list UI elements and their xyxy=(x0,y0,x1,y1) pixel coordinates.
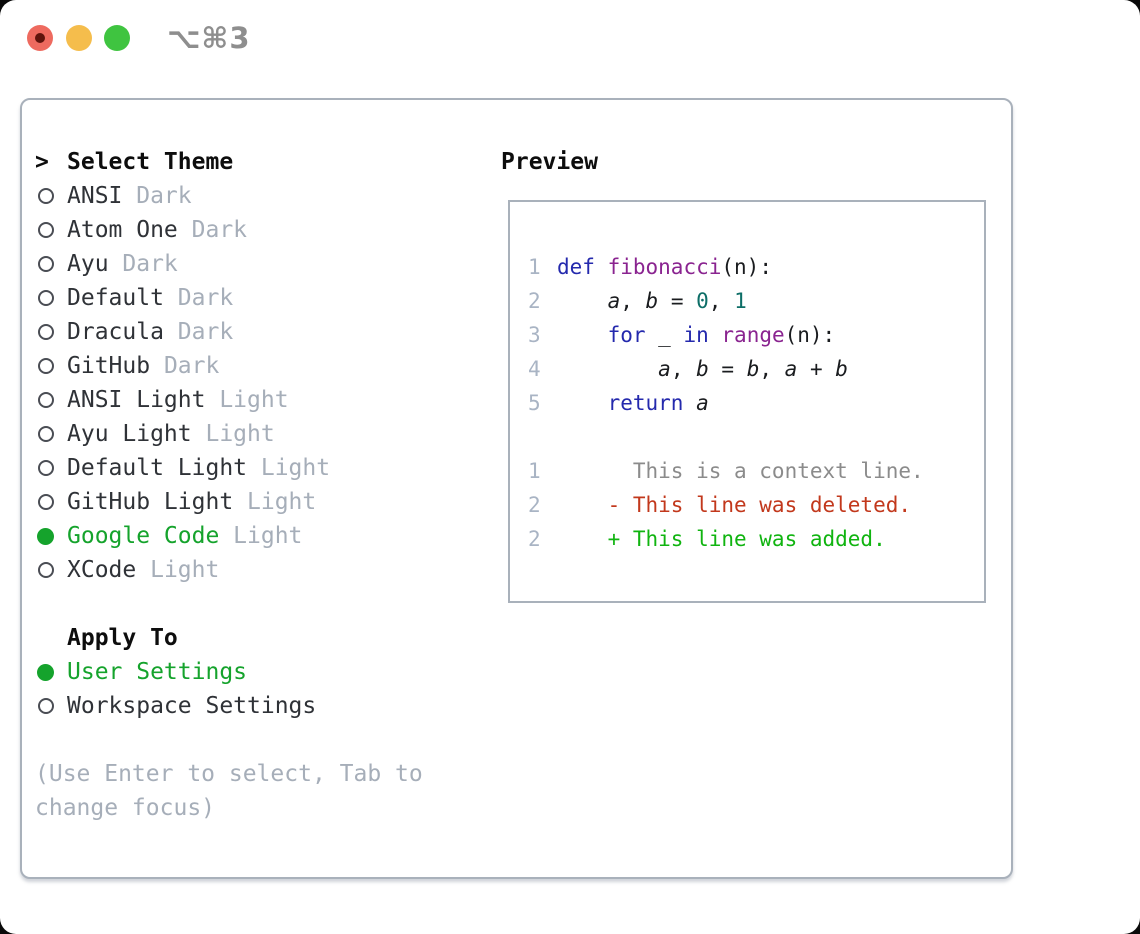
radio-icon xyxy=(38,222,54,238)
preview-code-line: 1 def fibonacci(n): xyxy=(528,250,984,284)
theme-item-ayu[interactable]: Ayu Dark xyxy=(35,247,330,281)
theme-variant-label: Dark xyxy=(136,183,192,209)
select-theme-title: Select Theme xyxy=(67,149,234,175)
apply-option-workspace-settings[interactable]: Workspace Settings xyxy=(35,689,316,723)
theme-item-label: ANSI xyxy=(67,183,123,209)
code-content: for _ in range(n): xyxy=(607,323,836,347)
theme-variant-label: Light xyxy=(205,421,275,447)
theme-variant-label: Light xyxy=(150,557,220,583)
theme-item-label: GitHub xyxy=(67,353,151,379)
preview-code-line: 4 a, b = b, a + b xyxy=(528,352,984,386)
theme-item-atom-one[interactable]: Atom One Dark xyxy=(35,213,330,247)
theme-variant-label: Dark xyxy=(177,319,234,345)
line-number: 4 xyxy=(528,357,541,381)
line-number: 1 xyxy=(528,459,541,483)
preview-code-line: 2 - This line was deleted. xyxy=(528,488,984,522)
radio-icon xyxy=(38,698,54,714)
select-theme-header: > Select Theme xyxy=(35,145,330,179)
apply-to-title: Apply To xyxy=(67,625,178,651)
theme-item-label: Default xyxy=(67,285,164,311)
theme-item-google-code[interactable]: Google Code Light xyxy=(35,519,330,553)
theme-item-label: XCode xyxy=(67,557,137,583)
theme-item-label: Google Code xyxy=(67,523,220,549)
apply-option-label: Workspace Settings xyxy=(67,693,317,719)
radio-icon xyxy=(38,324,54,340)
theme-variant-label: Light xyxy=(219,387,289,413)
theme-item-xcode[interactable]: XCode Light xyxy=(35,553,330,587)
line-number: 2 xyxy=(528,527,541,551)
radio-selected-icon xyxy=(37,527,54,545)
preview-code-line: 5 return a xyxy=(528,386,984,420)
theme-item-label: Dracula xyxy=(67,319,164,345)
theme-item-ansi-light[interactable]: ANSI Light Light xyxy=(35,383,330,417)
code-content: return a xyxy=(607,391,709,415)
preview-code-line: 1 This is a context line. xyxy=(528,454,984,488)
minimize-button[interactable] xyxy=(66,25,92,51)
code-content: def fibonacci(n): xyxy=(557,255,772,279)
radio-icon xyxy=(38,562,54,578)
line-number: 5 xyxy=(528,391,541,415)
theme-item-label: Default Light xyxy=(67,455,248,481)
theme-variant-label: Dark xyxy=(191,217,248,243)
preview-title: Preview xyxy=(501,149,598,175)
theme-item-ayu-light[interactable]: Ayu Light Light xyxy=(35,417,330,451)
radio-icon xyxy=(38,256,54,272)
radio-icon xyxy=(38,494,54,510)
theme-item-dracula[interactable]: Dracula Dark xyxy=(35,315,330,349)
theme-item-github-light[interactable]: GitHub Light Light xyxy=(35,485,330,519)
help-text: (Use Enter to select, Tab to change focu… xyxy=(35,761,423,821)
radio-icon xyxy=(38,290,54,306)
radio-icon xyxy=(38,358,54,374)
code-content: + This line was added. xyxy=(557,527,886,551)
radio-icon xyxy=(38,392,54,408)
record-dot-icon xyxy=(35,33,45,43)
code-content: - This line was deleted. xyxy=(557,493,912,517)
theme-item-label: ANSI Light xyxy=(67,387,206,413)
theme-item-label: Ayu xyxy=(67,251,109,277)
line-number: 3 xyxy=(528,323,541,347)
code-content: This is a context line. xyxy=(557,459,924,483)
theme-item-ansi[interactable]: ANSI Dark xyxy=(35,179,330,213)
theme-variant-label: Dark xyxy=(177,285,234,311)
theme-variant-label: Light xyxy=(260,455,331,481)
theme-item-default[interactable]: Default Dark xyxy=(35,281,330,315)
radio-icon xyxy=(38,460,54,476)
radio-icon xyxy=(38,426,54,442)
theme-variant-label: Light xyxy=(233,523,303,549)
zoom-button[interactable] xyxy=(104,25,130,51)
theme-item-default-light[interactable]: Default Light Light xyxy=(35,451,330,485)
line-number: 2 xyxy=(528,493,541,517)
line-number: 1 xyxy=(528,255,541,279)
theme-item-github[interactable]: GitHub Dark xyxy=(35,349,330,383)
preview-code-line: 2 a, b = 0, 1 xyxy=(528,284,984,318)
apply-to-header: Apply To xyxy=(35,621,316,655)
theme-item-label: Atom One xyxy=(67,217,178,243)
close-button[interactable] xyxy=(27,25,53,51)
preview-code-line xyxy=(528,420,984,454)
apply-option-user-settings[interactable]: User Settings xyxy=(35,655,316,689)
theme-variant-label: Dark xyxy=(163,353,220,379)
preview-code-line: 3 for _ in range(n): xyxy=(528,318,984,352)
apply-option-label: User Settings xyxy=(67,659,248,685)
preview-header: Preview xyxy=(501,145,598,179)
theme-variant-label: Dark xyxy=(122,251,178,277)
preview-code-line: 2 + This line was added. xyxy=(528,522,984,556)
theme-item-label: Ayu Light xyxy=(67,421,192,447)
code-content: a, b = 0, 1 xyxy=(607,289,747,313)
theme-variant-label: Light xyxy=(247,489,317,515)
line-number: 2 xyxy=(528,289,541,313)
radio-selected-icon xyxy=(37,663,54,681)
code-content: a, b = b, a + b xyxy=(658,357,848,381)
window-title: ⌥⌘3 xyxy=(167,21,251,55)
prompt-icon: > xyxy=(35,149,49,175)
radio-icon xyxy=(38,188,54,204)
theme-item-label: GitHub Light xyxy=(67,489,234,515)
